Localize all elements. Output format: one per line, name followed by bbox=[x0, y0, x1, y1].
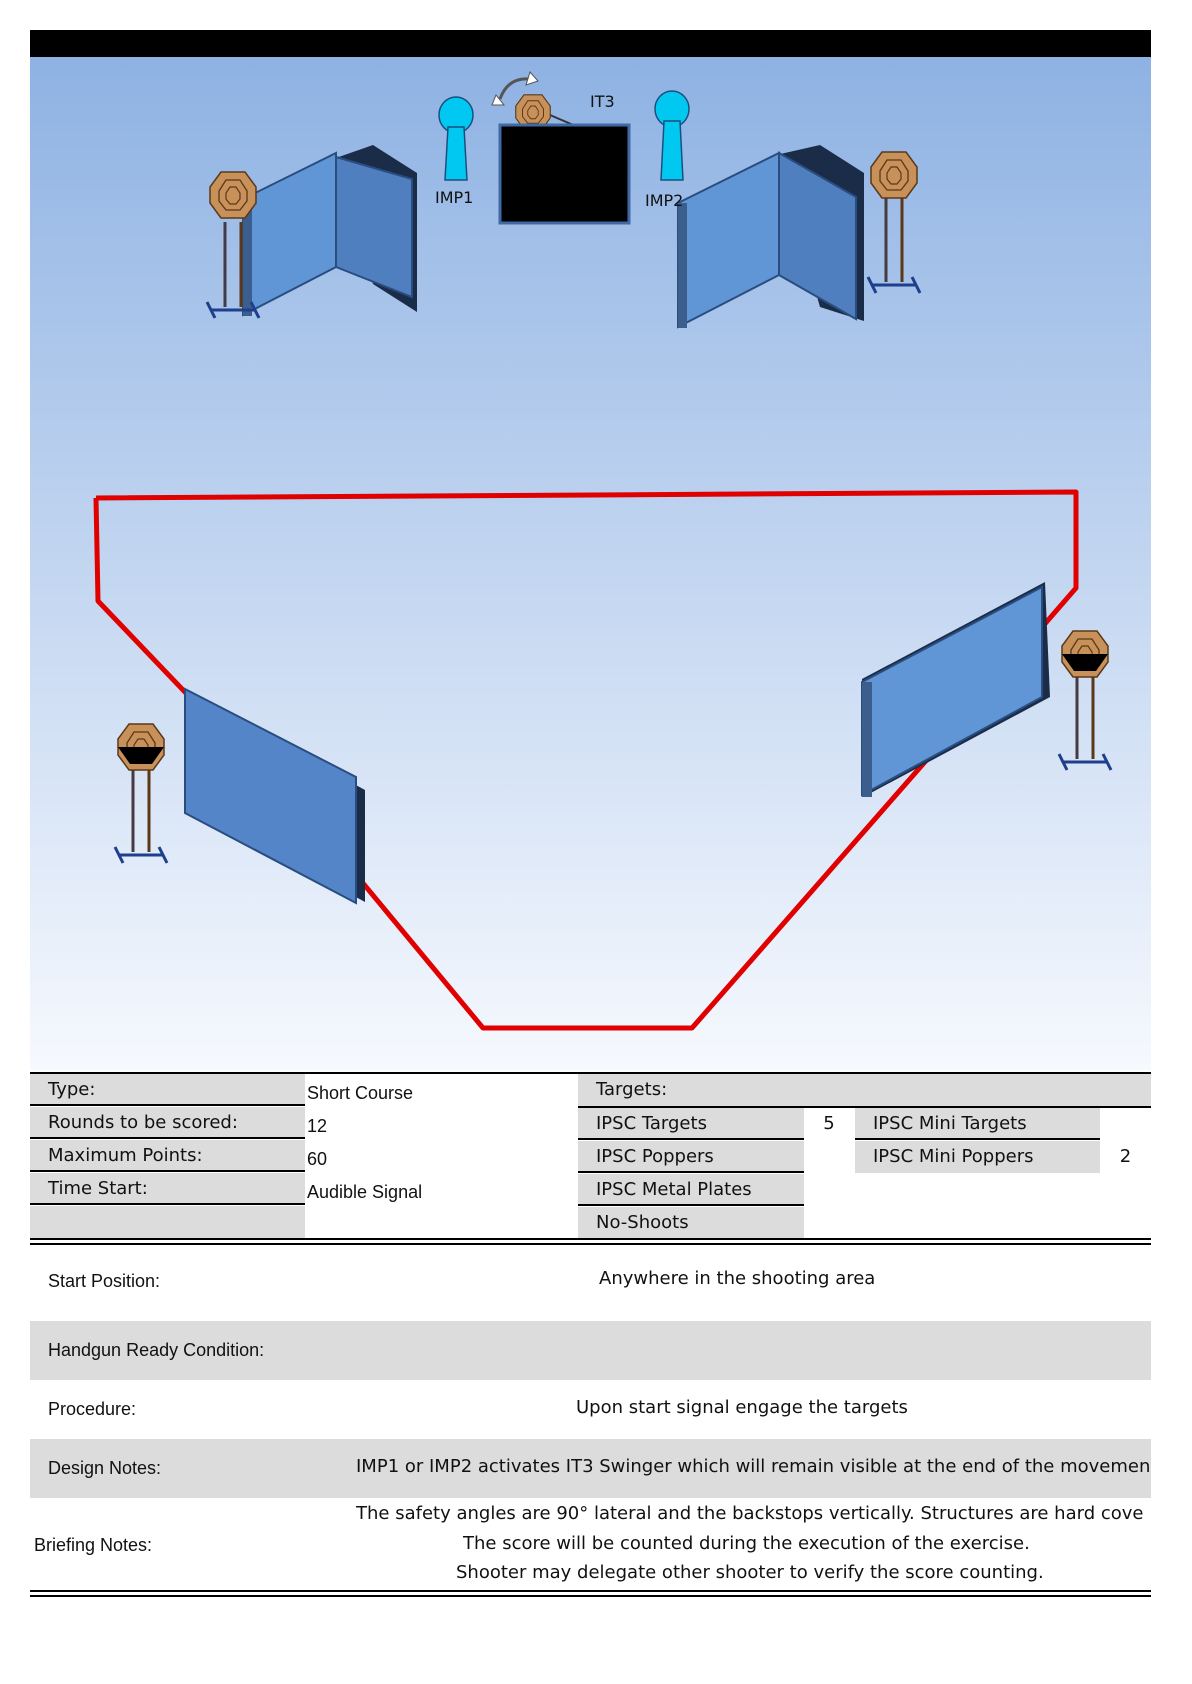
design-notes-value: IMP1 or IMP2 activates IT3 Swinger which… bbox=[356, 1456, 1151, 1477]
time-start-label: Time Start: bbox=[30, 1173, 305, 1205]
stage-diagram: IMP1 IMP2 IT3 bbox=[30, 57, 1151, 1070]
start-position-label: Start Position: bbox=[48, 1271, 161, 1291]
targets-header: Targets: bbox=[578, 1074, 1151, 1106]
no-shoots-label: No-Shoots bbox=[578, 1207, 804, 1239]
time-start-value: Audible Signal bbox=[307, 1182, 423, 1202]
target-lower-right bbox=[1057, 630, 1113, 772]
briefing-notes-line: The safety angles are 90° lateral and th… bbox=[356, 1503, 1144, 1524]
rounds-value: 12 bbox=[307, 1116, 328, 1136]
wall-upper-left bbox=[242, 145, 417, 317]
footer-rule-1 bbox=[30, 1590, 1151, 1592]
points-label: Maximum Points: bbox=[30, 1140, 305, 1172]
design-notes-row: Design Notes: IMP1 or IMP2 activates IT3… bbox=[30, 1439, 1151, 1498]
table-top-rule bbox=[30, 1072, 1151, 1074]
start-position-row: Start Position: Anywhere in the shooting… bbox=[30, 1252, 1151, 1311]
ipsc-mini-poppers-label: IPSC Mini Poppers bbox=[855, 1141, 1100, 1173]
backstop-it3 bbox=[498, 123, 631, 225]
table-bottom-rule-2 bbox=[30, 1243, 1151, 1245]
procedure-row: Procedure: Upon start signal engage the … bbox=[30, 1380, 1151, 1439]
rounds-label: Rounds to be scored: bbox=[30, 1107, 305, 1139]
popper-imp1 bbox=[438, 96, 474, 181]
fault-line bbox=[93, 489, 1079, 1031]
ready-condition-row: Handgun Ready Condition: bbox=[30, 1321, 1151, 1380]
blank-cell bbox=[30, 1206, 305, 1238]
ready-condition-label: Handgun Ready Condition: bbox=[48, 1340, 265, 1360]
ipsc-targets-label: IPSC Targets bbox=[578, 1108, 804, 1140]
briefing-notes-line: The score will be counted during the exe… bbox=[463, 1533, 1030, 1554]
type-value: Short Course bbox=[307, 1083, 414, 1103]
ipsc-metal-plates-label: IPSC Metal Plates bbox=[578, 1174, 804, 1206]
points-value: 60 bbox=[307, 1149, 328, 1169]
briefing-notes-label: Briefing Notes: bbox=[34, 1535, 153, 1555]
label-imp1: IMP1 bbox=[435, 188, 473, 207]
targets-header-rule bbox=[578, 1106, 1151, 1108]
type-label: Type: bbox=[30, 1074, 305, 1106]
start-position-value: Anywhere in the shooting area bbox=[599, 1268, 876, 1289]
header-bar bbox=[30, 30, 1151, 57]
range-background bbox=[30, 57, 1151, 1070]
ipsc-targets-value: 5 bbox=[823, 1113, 835, 1134]
ipsc-mini-targets-label: IPSC Mini Targets bbox=[855, 1108, 1100, 1140]
wall-upper-right bbox=[677, 145, 864, 329]
ipsc-poppers-label: IPSC Poppers bbox=[578, 1141, 804, 1173]
label-it3: IT3 bbox=[590, 92, 615, 111]
procedure-value: Upon start signal engage the targets bbox=[576, 1397, 908, 1418]
ipsc-mini-poppers-value: 2 bbox=[1119, 1146, 1132, 1167]
wall-lower-left bbox=[184, 687, 365, 905]
footer-rule-2 bbox=[30, 1595, 1151, 1597]
popper-imp2 bbox=[654, 90, 690, 181]
design-notes-label: Design Notes: bbox=[48, 1458, 162, 1478]
label-imp2: IMP2 bbox=[645, 191, 683, 210]
procedure-label: Procedure: bbox=[48, 1399, 137, 1419]
briefing-notes-line: Shooter may delegate other shooter to ve… bbox=[456, 1562, 1044, 1583]
target-lower-left bbox=[113, 723, 169, 865]
wall-lower-right bbox=[861, 582, 1050, 797]
table-bottom-rule-1 bbox=[30, 1238, 1151, 1240]
